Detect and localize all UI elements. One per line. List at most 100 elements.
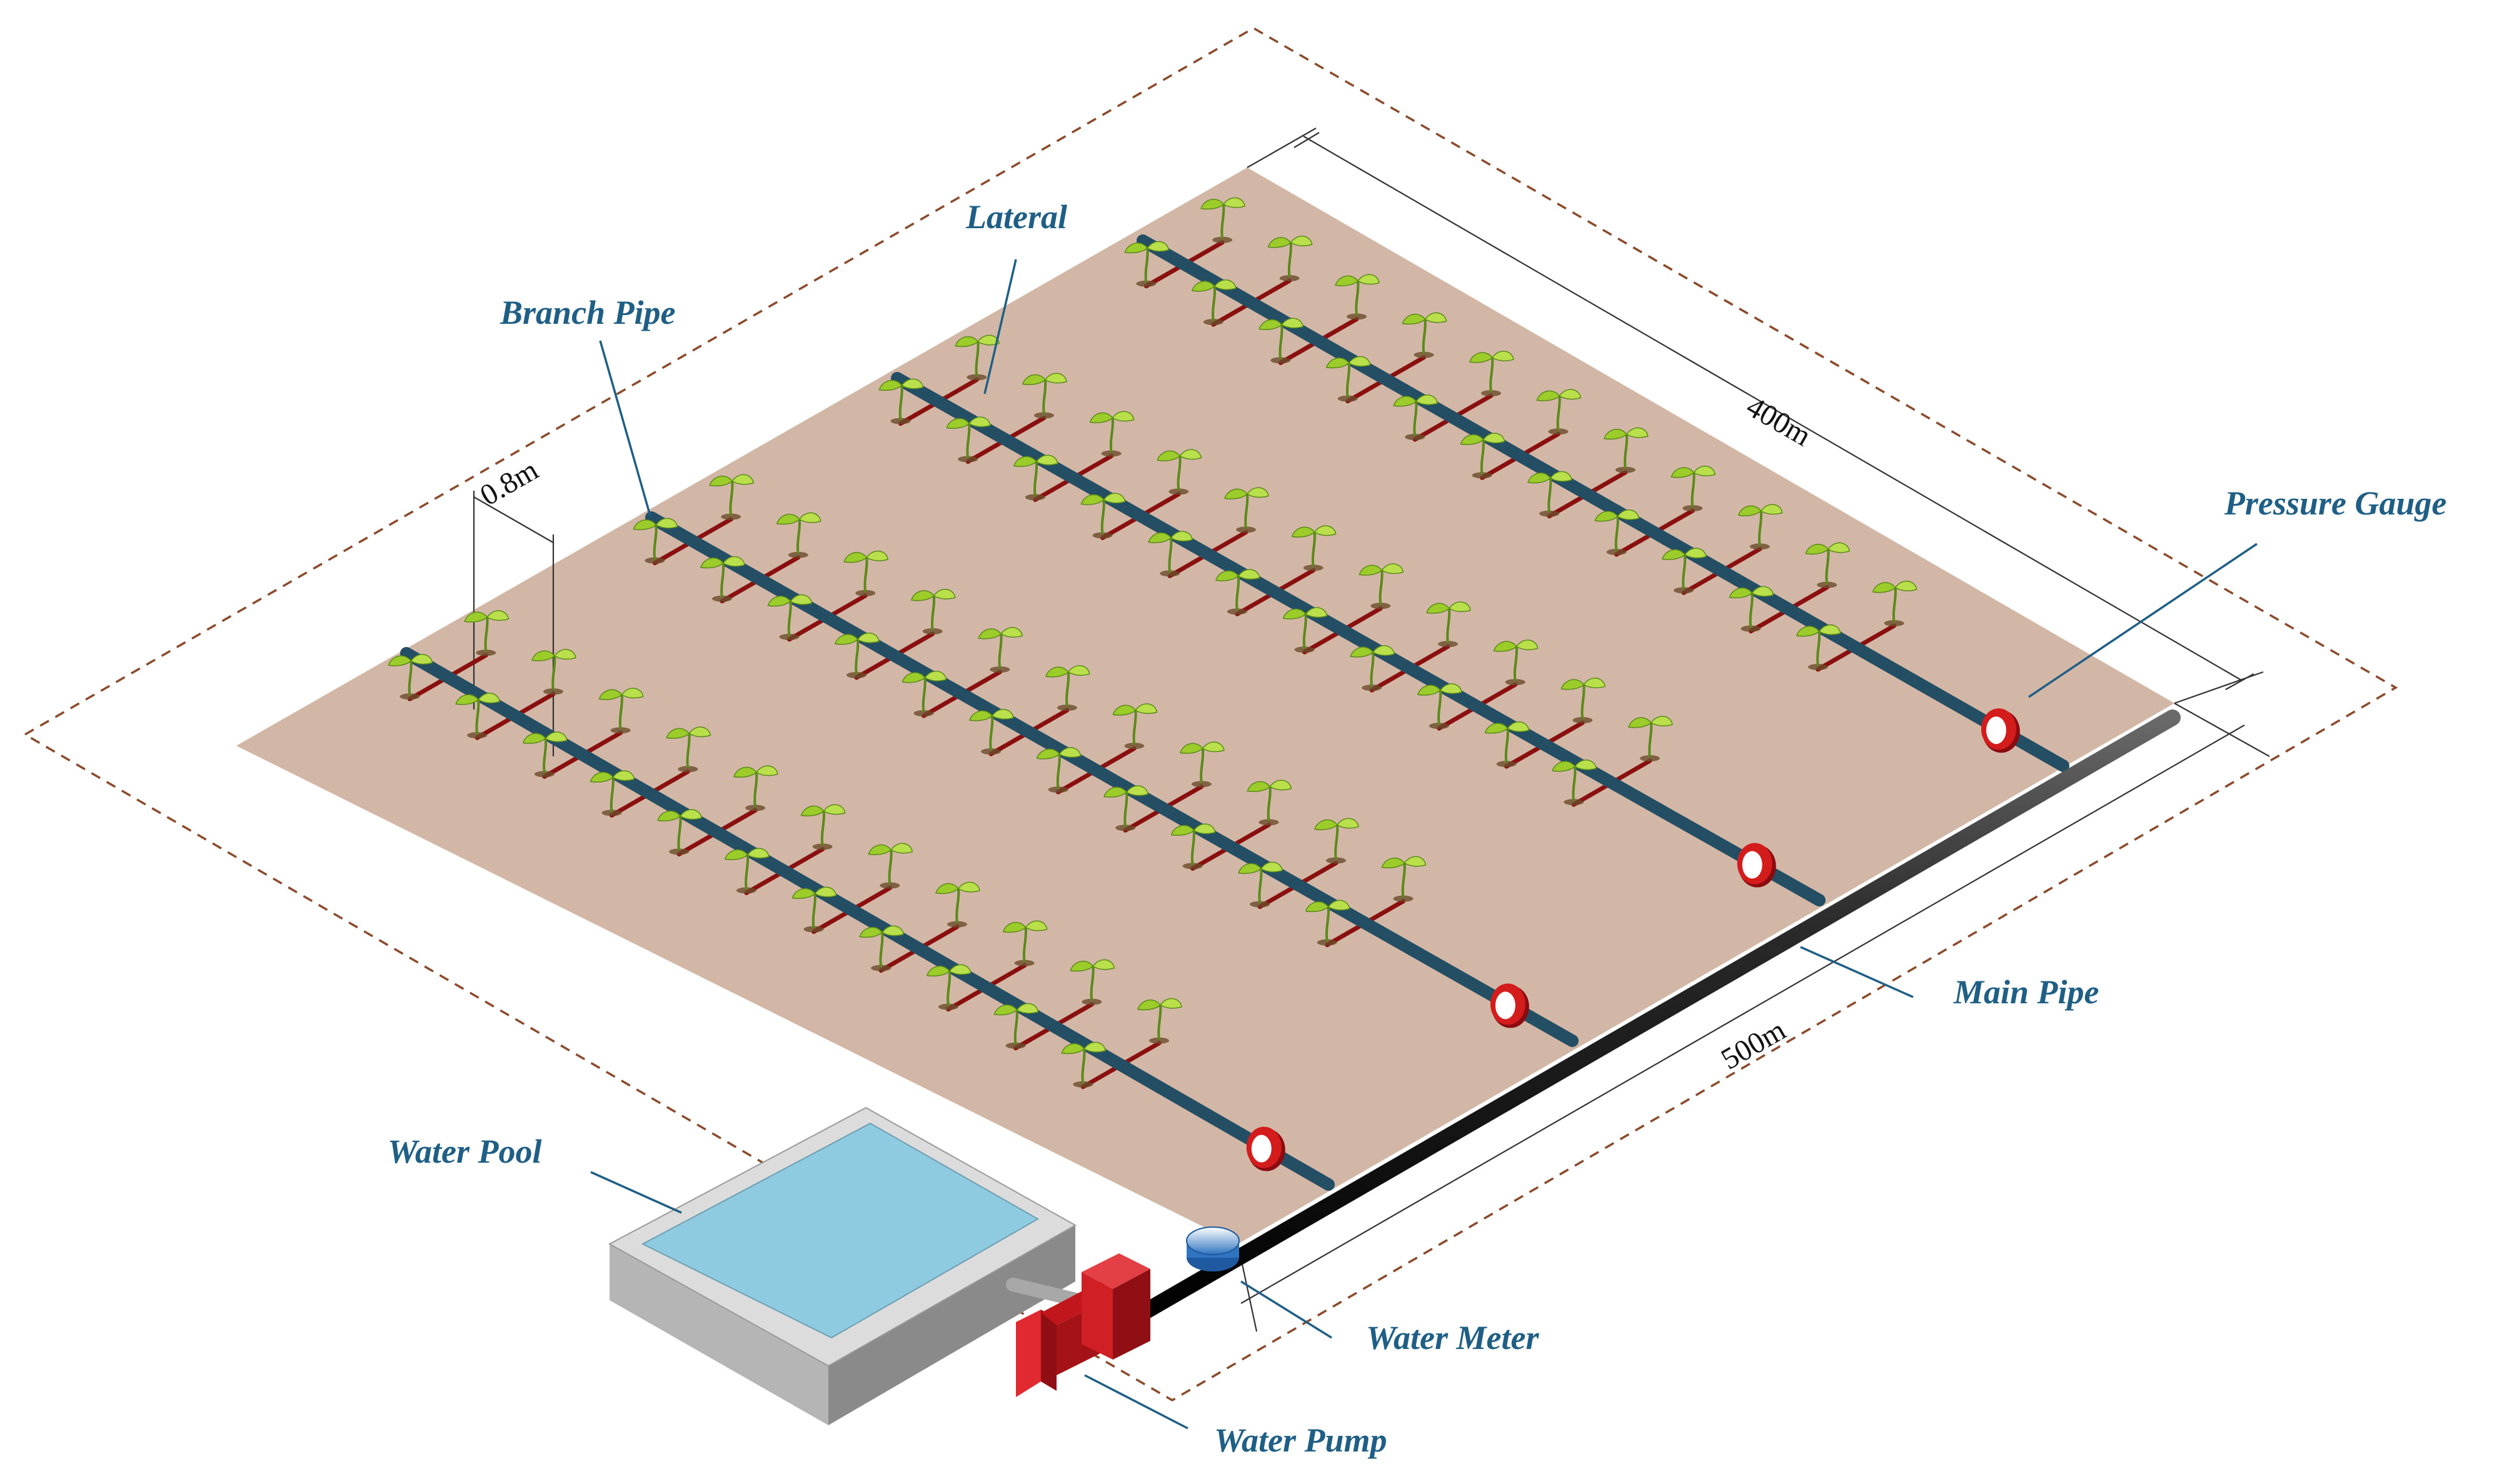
plant	[1045, 665, 1090, 711]
plant	[1402, 312, 1447, 358]
plant	[1191, 279, 1237, 326]
plant	[1729, 586, 1774, 632]
plant	[1628, 716, 1673, 762]
plant	[1671, 466, 1716, 512]
plant	[1002, 920, 1048, 966]
plant	[700, 556, 745, 602]
plant	[1417, 683, 1462, 729]
plant	[709, 474, 755, 520]
plant	[843, 550, 889, 596]
plant	[878, 378, 924, 424]
plant	[1737, 504, 1783, 550]
water-meter	[1186, 1226, 1240, 1271]
pressure-gauges-layer	[1246, 708, 2020, 1171]
plant	[455, 693, 500, 739]
dimension-400m-label: 400m	[1741, 390, 1817, 453]
main-pipe-label: Main Pipe	[1953, 973, 2099, 1011]
plant	[859, 925, 905, 971]
leader-lines	[590, 259, 2258, 1430]
plant	[1291, 525, 1337, 571]
plant	[1022, 373, 1067, 419]
branch-pipe-label: Branch Pipe	[500, 294, 676, 331]
plant	[1796, 624, 1841, 670]
plant	[791, 886, 837, 933]
plant	[388, 654, 433, 700]
field-area	[236, 168, 2174, 1244]
plant	[733, 765, 778, 811]
plant	[1103, 785, 1148, 831]
plant	[531, 649, 576, 695]
plant	[993, 1003, 1039, 1049]
plant	[1247, 780, 1292, 826]
plants-layer	[388, 197, 1917, 1088]
plant	[1061, 1041, 1107, 1088]
plant	[1484, 721, 1530, 768]
plant	[1124, 241, 1170, 287]
plant	[1335, 274, 1380, 320]
plant	[1560, 678, 1606, 724]
pressure-gauge	[1737, 843, 1776, 888]
plant	[1493, 639, 1539, 686]
plant	[1238, 861, 1283, 908]
pressure-gauge	[1246, 1126, 1285, 1171]
plant	[969, 709, 1014, 755]
plant	[1314, 818, 1359, 864]
plant	[935, 881, 980, 928]
plant	[1013, 454, 1058, 501]
plant	[1469, 351, 1514, 397]
pool-water-surface	[641, 1122, 1040, 1339]
plant	[590, 770, 635, 816]
plant	[464, 610, 510, 656]
plant	[1089, 411, 1135, 457]
plant	[1527, 471, 1572, 517]
plant	[800, 804, 846, 850]
plant	[724, 848, 770, 894]
plant	[1325, 356, 1371, 402]
water-pump-label: Water Pump	[1214, 1421, 1387, 1459]
plant	[1179, 741, 1225, 788]
plant	[1552, 760, 1597, 806]
plant	[1148, 531, 1193, 577]
suction-pipe	[1006, 1278, 1085, 1307]
plant	[1460, 433, 1505, 479]
water-meter-label: Water Meter	[1366, 1319, 1539, 1356]
plant	[1662, 548, 1707, 594]
water-pool-label: Water Pool	[388, 1133, 541, 1170]
plant	[1157, 449, 1202, 495]
plant	[666, 726, 711, 773]
plant	[1137, 998, 1182, 1044]
plant	[946, 416, 991, 463]
plant	[902, 671, 947, 717]
plant	[1036, 747, 1082, 793]
plant	[1267, 236, 1313, 282]
plant	[955, 334, 1000, 381]
plant	[1282, 607, 1328, 653]
plant	[598, 688, 644, 734]
plant	[522, 731, 568, 778]
lateral-label: Lateral	[965, 198, 1067, 236]
plant	[1350, 645, 1395, 691]
plant	[978, 627, 1023, 673]
plant	[1170, 823, 1216, 870]
plant	[1070, 959, 1115, 1005]
plant	[868, 843, 913, 889]
water-pool	[608, 1106, 1077, 1425]
water-pump	[1016, 1253, 1150, 1397]
plant	[1603, 427, 1649, 473]
plant	[657, 809, 703, 855]
plant	[767, 594, 813, 640]
plant	[1215, 569, 1260, 615]
plant	[910, 589, 956, 634]
plant	[776, 512, 821, 558]
plant	[1536, 389, 1582, 435]
plant	[1426, 601, 1471, 648]
plant	[835, 633, 880, 678]
pressure-gauge	[1981, 708, 2020, 753]
plant	[926, 964, 972, 1010]
plant	[1305, 900, 1350, 946]
plant	[1359, 563, 1404, 609]
plant	[1393, 394, 1438, 441]
plant	[1080, 493, 1126, 539]
